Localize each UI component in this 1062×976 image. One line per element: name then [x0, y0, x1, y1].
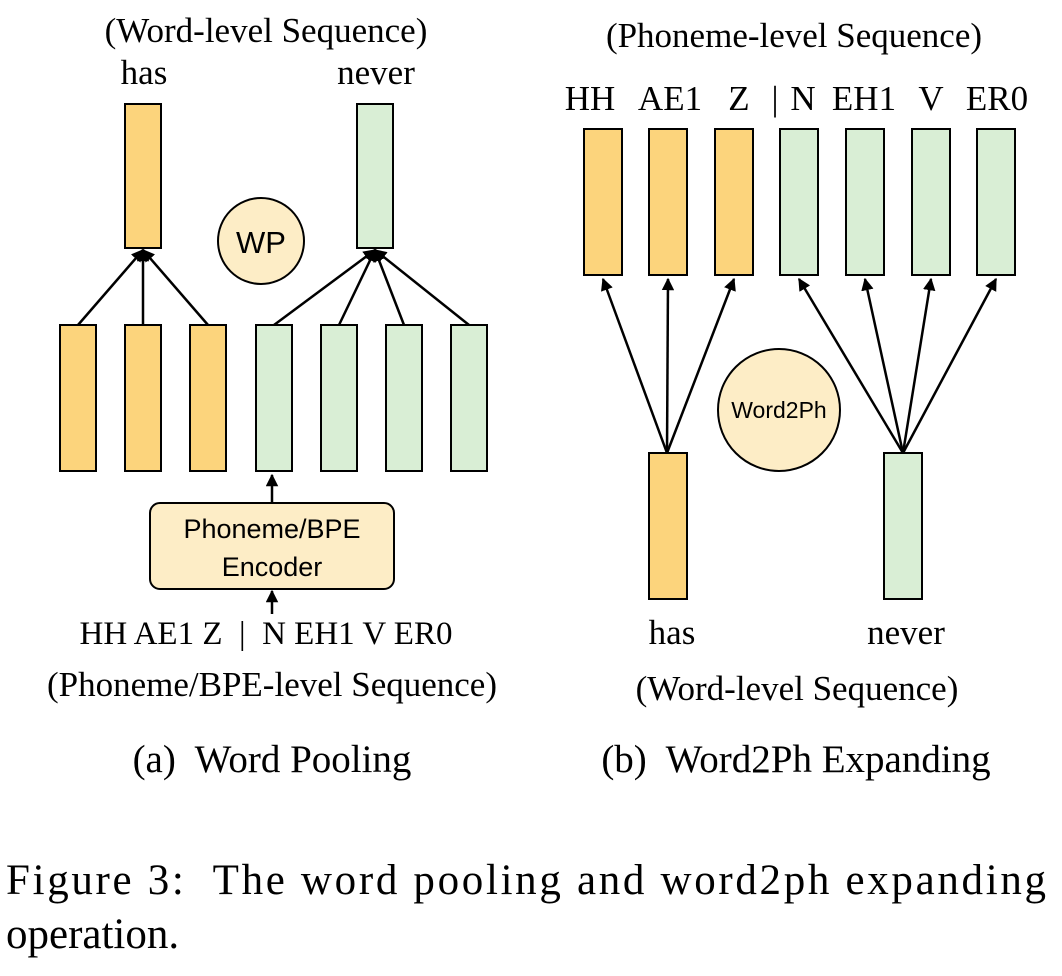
expanded-vector-n: [779, 128, 819, 276]
expanded-vector-ae1: [648, 128, 688, 276]
panel-b-word-has: has: [649, 613, 696, 652]
encoder-label-line2: Encoder: [222, 552, 323, 582]
phoneme-label-n: N: [790, 79, 815, 118]
wp-module-circle: [217, 197, 305, 285]
phoneme-labels: HH AE1 Z | N EH1 V ER0: [565, 79, 1028, 118]
word-vector-never: [356, 103, 394, 249]
expanded-vector-eh1: [845, 128, 885, 276]
word-vector-has: [124, 103, 162, 249]
caption-line-1: Figure 3: The word pooling and word2ph e…: [6, 857, 1046, 904]
encoder-label-line1: Phoneme/BPE: [183, 514, 360, 544]
pool-edge-eh1: [337, 248, 377, 326]
expanded-vector-hh: [583, 128, 623, 276]
phoneme-label-hh: HH: [565, 79, 616, 118]
phoneme-label-v: V: [918, 79, 943, 118]
expanded-vector-z: [714, 128, 754, 276]
caption-line-2: operation.: [6, 911, 179, 958]
hidden-vector-v: [385, 324, 423, 472]
expand-edge-z: [665, 277, 736, 454]
expand-edge-eh1: [861, 277, 905, 454]
pool-edge-er0: [374, 249, 470, 326]
hidden-vector-n: [255, 324, 293, 472]
source-vector-has: [648, 452, 688, 600]
word-boundary-separator: |: [771, 79, 778, 118]
panel-b-word-never: never: [867, 613, 945, 652]
phoneme-bpe-encoder: [149, 502, 395, 590]
wp-module-label: WP: [236, 225, 286, 260]
source-vector-never: [883, 452, 923, 600]
expand-edge-hh: [601, 277, 669, 454]
phoneme-hidden-vectors: [59, 324, 488, 472]
pool-edge-hh: [77, 249, 144, 326]
panel-b-bottom-caption: (Word-level Sequence): [636, 669, 959, 708]
pool-edge-n: [273, 248, 377, 327]
pool-edge-z: [142, 249, 209, 326]
phoneme-label-eh1: EH1: [832, 79, 896, 118]
panel-a-word-never: never: [337, 53, 415, 92]
expand-edge-ae1: [661, 277, 675, 454]
word2ph-module-circle: [717, 348, 841, 472]
hidden-vector-hh: [59, 324, 97, 472]
expanding-edges: [601, 277, 998, 454]
expand-edge-n: [797, 277, 905, 454]
pool-edge-v: [373, 248, 406, 326]
phoneme-expanded-vectors: [583, 128, 1016, 276]
hidden-vector-ae1: [124, 324, 162, 472]
figure-caption: Figure 3: The word pooling and word2ph e…: [6, 857, 1046, 958]
expanded-vector-v: [911, 128, 951, 276]
panel-a-word-has: has: [121, 53, 168, 92]
panel-a-bottom-caption: (Phoneme/BPE-level Sequence): [47, 665, 497, 704]
panel-b-label: (b) Word2Ph Expanding: [601, 738, 990, 781]
phoneme-label-ae1: AE1: [638, 79, 702, 118]
phoneme-label-er0: ER0: [966, 79, 1028, 118]
panel-b-top-caption: (Phoneme-level Sequence): [606, 16, 982, 55]
expand-edge-er0: [901, 277, 998, 454]
word2ph-module-label: Word2Ph: [731, 397, 826, 423]
phoneme-label-z: Z: [728, 79, 749, 118]
panel-a-input-tokens: HH AE1 Z | N EH1 V ER0: [80, 616, 453, 652]
hidden-vector-z: [189, 324, 227, 472]
panel-b-word2ph-expanding: (Phoneme-level Sequence) HH AE1 Z | N EH…: [565, 16, 1028, 781]
panel-a-top-caption: (Word-level Sequence): [105, 11, 428, 50]
expand-edge-v: [901, 277, 936, 454]
hidden-vector-eh1: [320, 324, 358, 472]
hidden-vector-er0: [450, 324, 488, 472]
pooling-edges: [77, 248, 470, 327]
expanded-vector-er0: [976, 128, 1016, 276]
panel-a-label: (a) Word Pooling: [133, 738, 412, 781]
panel-a-word-pooling: (Word-level Sequence) has never WP: [47, 11, 497, 781]
